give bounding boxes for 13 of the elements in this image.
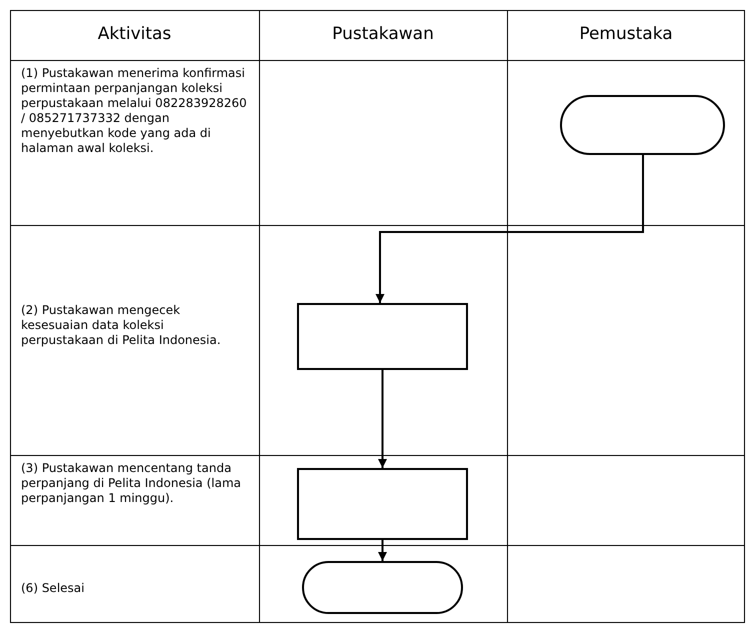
column-header: Aktivitas [96,24,172,44]
terminator-shape [302,561,463,614]
activity-text: (1) Pustakawan menerima konfirmasi permintaan perpanjangan koleksi perpustakaan melalui 082283928260 / 085271737332 dengan menyebutkan kode yang ada di halaman awal koleksi. [21,66,248,156]
activity-text: (2) Pustakawan mengecek kesesuaian data koleksi perpustakaan di Pelita Indonesia. [21,303,222,348]
process-box [297,468,468,540]
arrow [376,155,644,303]
activity-text: (6) Selesai [21,581,86,596]
arrow [378,540,387,561]
column-header: Pustakawan [331,24,435,44]
process-box [297,303,468,370]
activity-text: (3) Pustakawan mencentang tanda perpanjang di Pelita Indonesia (lama perpanjangan 1 minggu). [21,461,241,506]
column-header: Pemustaka [578,24,674,44]
arrow [378,370,387,468]
